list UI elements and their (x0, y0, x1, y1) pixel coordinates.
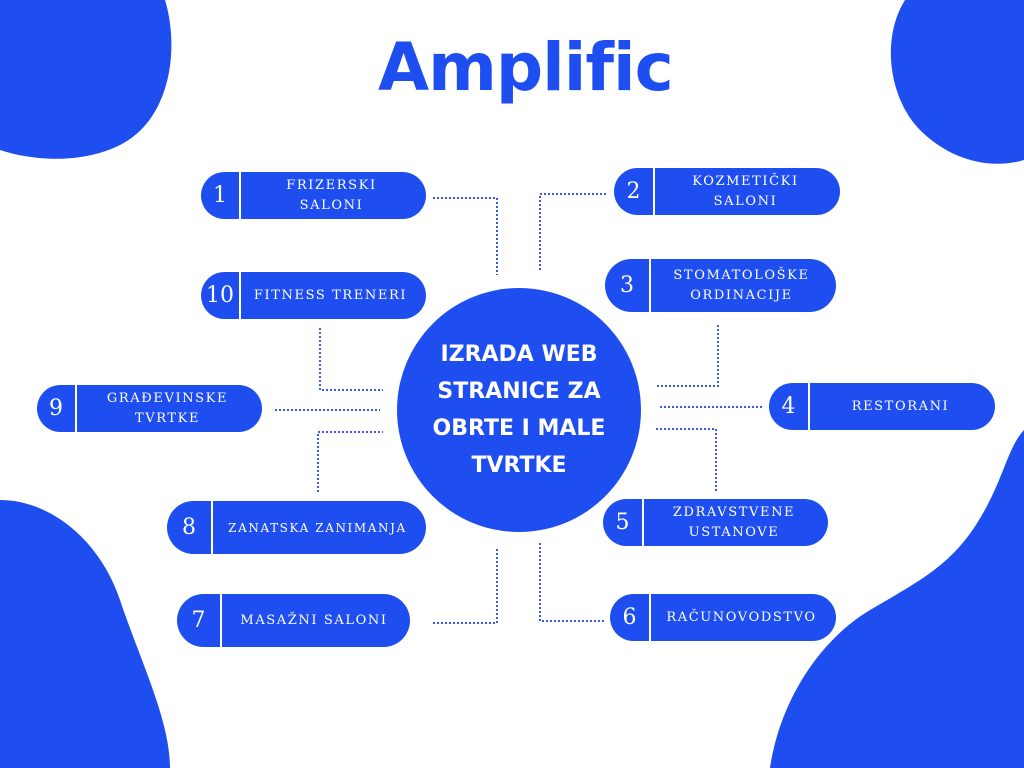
item-1: 1 FRIZERSKI SALONI (201, 172, 426, 219)
item-4: 4 RESTORANI (769, 383, 995, 430)
item-3: 3 STOMATOLOŠKE ORDINACIJE (605, 259, 836, 312)
item-5: 5 ZDRAVSTVENE USTANOVE (603, 499, 828, 546)
item-label: FRIZERSKI SALONI (286, 177, 377, 213)
item-label: ZDRAVSTVENE USTANOVE (672, 504, 796, 540)
connector-3 (657, 325, 719, 387)
connector-6 (539, 543, 604, 622)
item-7: 7 MASAŽNI SALONI (177, 594, 410, 647)
center-topic: IZRADA WEB STRANICE ZA OBRTE I MALE TVRT… (397, 288, 641, 532)
connector-7 (433, 547, 498, 624)
blob-bottom-left (0, 500, 170, 768)
item-number: 9 (37, 385, 77, 432)
item-10: 10 FITNESS TRENERI (201, 272, 426, 319)
item-number: 7 (177, 594, 222, 647)
item-2: 2 KOZMETIČKI SALONI (614, 168, 840, 215)
item-label: KOZMETIČKI SALONI (692, 173, 799, 209)
connector-5 (655, 428, 717, 491)
item-number: 1 (201, 172, 241, 219)
item-8: 8 ZANATSKA ZANIMANJA (167, 501, 426, 554)
connector-2 (539, 193, 608, 270)
blob-top-left (0, 0, 172, 159)
item-9: 9 GRAĐEVINSKE TVRTKE (37, 385, 262, 432)
item-label: FITNESS TRENERI (253, 287, 408, 303)
item-number: 2 (614, 168, 655, 215)
amplific-logo: Amplific (378, 29, 674, 106)
item-number: 10 (201, 272, 241, 319)
item-label: ZANATSKA ZANIMANJA (228, 520, 407, 535)
item-number: 8 (167, 501, 213, 554)
connector-10 (319, 328, 383, 391)
item-number: 3 (605, 259, 651, 312)
item-number: 5 (603, 499, 644, 546)
blob-bottom-right (770, 430, 1024, 768)
item-number: 4 (769, 383, 810, 430)
item-label: MASAŽNI SALONI (240, 612, 388, 628)
blob-top-right (890, 0, 1024, 164)
connector-8 (317, 431, 383, 492)
item-label: GRAĐEVINSKE TVRTKE (106, 390, 229, 426)
item-label: STOMATOLOŠKE ORDINACIJE (673, 267, 810, 303)
item-label: RESTORANI (851, 398, 950, 414)
item-6: 6 RAČUNOVODSTVO (610, 594, 836, 641)
connector-1 (433, 197, 498, 275)
connector-lines (275, 193, 763, 624)
item-label: RAČUNOVODSTVO (666, 609, 817, 625)
item-number: 6 (610, 594, 651, 641)
